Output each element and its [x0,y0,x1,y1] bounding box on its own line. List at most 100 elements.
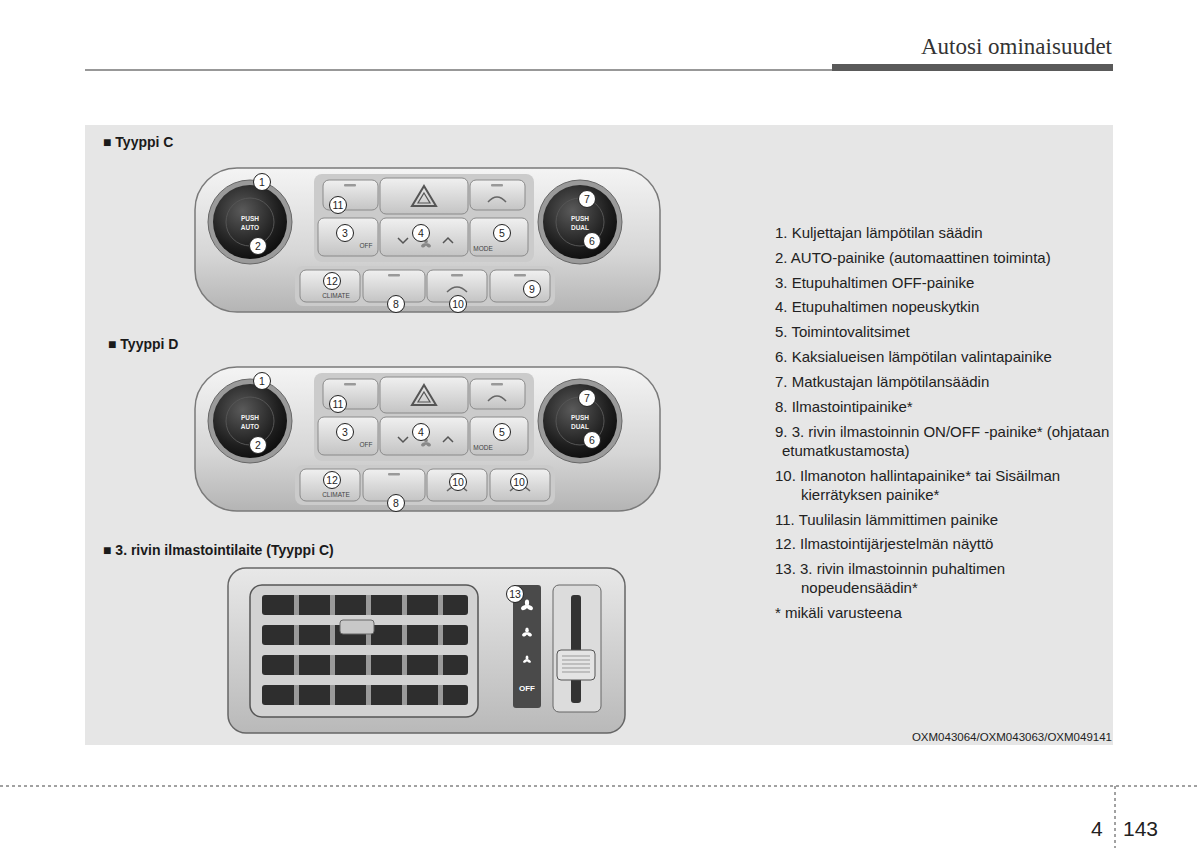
callout-number: 7 [578,190,596,208]
knob-ring [538,180,622,264]
vent-housing [228,568,625,733]
rear-vent [228,568,625,733]
callout-number: 9 [523,280,541,298]
fan-blade [525,628,529,634]
chevron [443,437,453,442]
panel-body [195,168,660,312]
section-heading: ■ 3. rivin ilmastointilaite (Tyyppi C) [103,542,334,558]
hazard-symbol [412,186,436,206]
slider-grip [562,672,590,673]
legend-item: 6. Kaksialueisen lämpötilan valintapaini… [775,347,1155,366]
callout-number: 6 [583,232,601,250]
callout-number: 7 [578,389,596,407]
button-led [514,274,526,277]
knob-highlight [226,198,274,246]
vent-text: OFF [519,684,535,693]
legend-item: 7. Matkustajan lämpötilansäädin [775,372,1155,391]
callout-number: 1 [253,173,271,191]
section-heading: ■ Tyyppi C [103,134,173,150]
climate-panel [195,367,660,511]
button-recess [314,174,534,262]
callout-number: 8 [387,494,405,512]
slider-slot [571,595,581,703]
page-number: 143 [1123,817,1158,841]
button-text: CLIMATE [322,491,350,498]
fan-blade [525,599,529,606]
legend-item: 10. Ilmanoton hallintapainike* tai Sisäi… [775,466,1101,504]
button-led [388,473,400,476]
button [318,218,378,256]
grille-divider [366,685,371,705]
button [427,469,487,501]
hazard-symbol [418,193,430,203]
button-text: MODE [473,245,493,252]
fan-blade [521,631,528,637]
knob-text: PUSH [241,215,259,222]
callout-number: 6 [583,431,601,449]
button [490,270,550,302]
slider-handle [557,650,595,680]
grille-knob [340,620,374,634]
callout-number: 12 [323,272,341,290]
callout-number: 1 [253,372,271,390]
fan-blade [526,656,529,660]
knob-ring [538,379,622,463]
knob [543,384,617,458]
defrost-icon [488,396,506,401]
knob-ring [208,379,292,463]
callout-number: 11 [329,395,347,413]
button-text: OFF [360,242,373,249]
grille-frame [250,585,478,717]
grille-slat [262,685,468,705]
button-text: CLIMATE [322,292,350,299]
legend-item: 9. 3. rivin ilmastoinnin ON/OFF -painike… [775,422,1112,460]
legend-item: 1. Kuljettajan lämpötilan säädin [775,223,1155,242]
callout-number: 5 [493,224,511,242]
button [470,379,525,409]
legend-item: 5. Toimintovalitsimet [775,322,1155,341]
callout-number: 12 [323,471,341,489]
slider-grip [562,664,590,665]
button-led [344,383,356,386]
button-recess [295,266,555,306]
button [490,469,550,501]
button [470,218,528,256]
fan-blade [522,659,527,664]
button [300,469,360,501]
knob-text: AUTO [241,224,259,231]
hazard-symbol [412,385,436,405]
button-recess [295,465,555,505]
button [318,417,378,455]
callout-number: 8 [387,295,405,313]
chevron [443,238,453,243]
button [380,218,468,256]
chevron [398,238,408,243]
button [380,377,468,413]
button [380,417,468,455]
callout-number: 4 [412,224,430,242]
knob [213,185,287,259]
fan-strip [513,585,541,708]
page-title: Autosi ominaisuudet [921,34,1112,60]
grille-divider [294,655,299,675]
grille-divider [402,595,407,615]
fan-blade [420,242,427,248]
button-led [491,383,503,386]
fan-blade [526,659,531,664]
grille-divider [294,595,299,615]
grille-divider [294,685,299,705]
grille-divider [330,625,335,645]
button [380,178,468,214]
button-led [388,274,400,277]
knob-highlight [226,397,274,445]
fan-blade [425,242,432,248]
figure-panel [85,125,1113,745]
grille-divider [366,595,371,615]
page-number: 4 [1091,817,1103,841]
legend-item: 2. AUTO-painike (automaattinen toiminta) [775,248,1155,267]
knob [543,185,617,259]
grille-divider [438,625,443,645]
knob-text: PUSH [571,215,589,222]
slider-grip [562,668,590,669]
fan-blade [425,441,432,447]
